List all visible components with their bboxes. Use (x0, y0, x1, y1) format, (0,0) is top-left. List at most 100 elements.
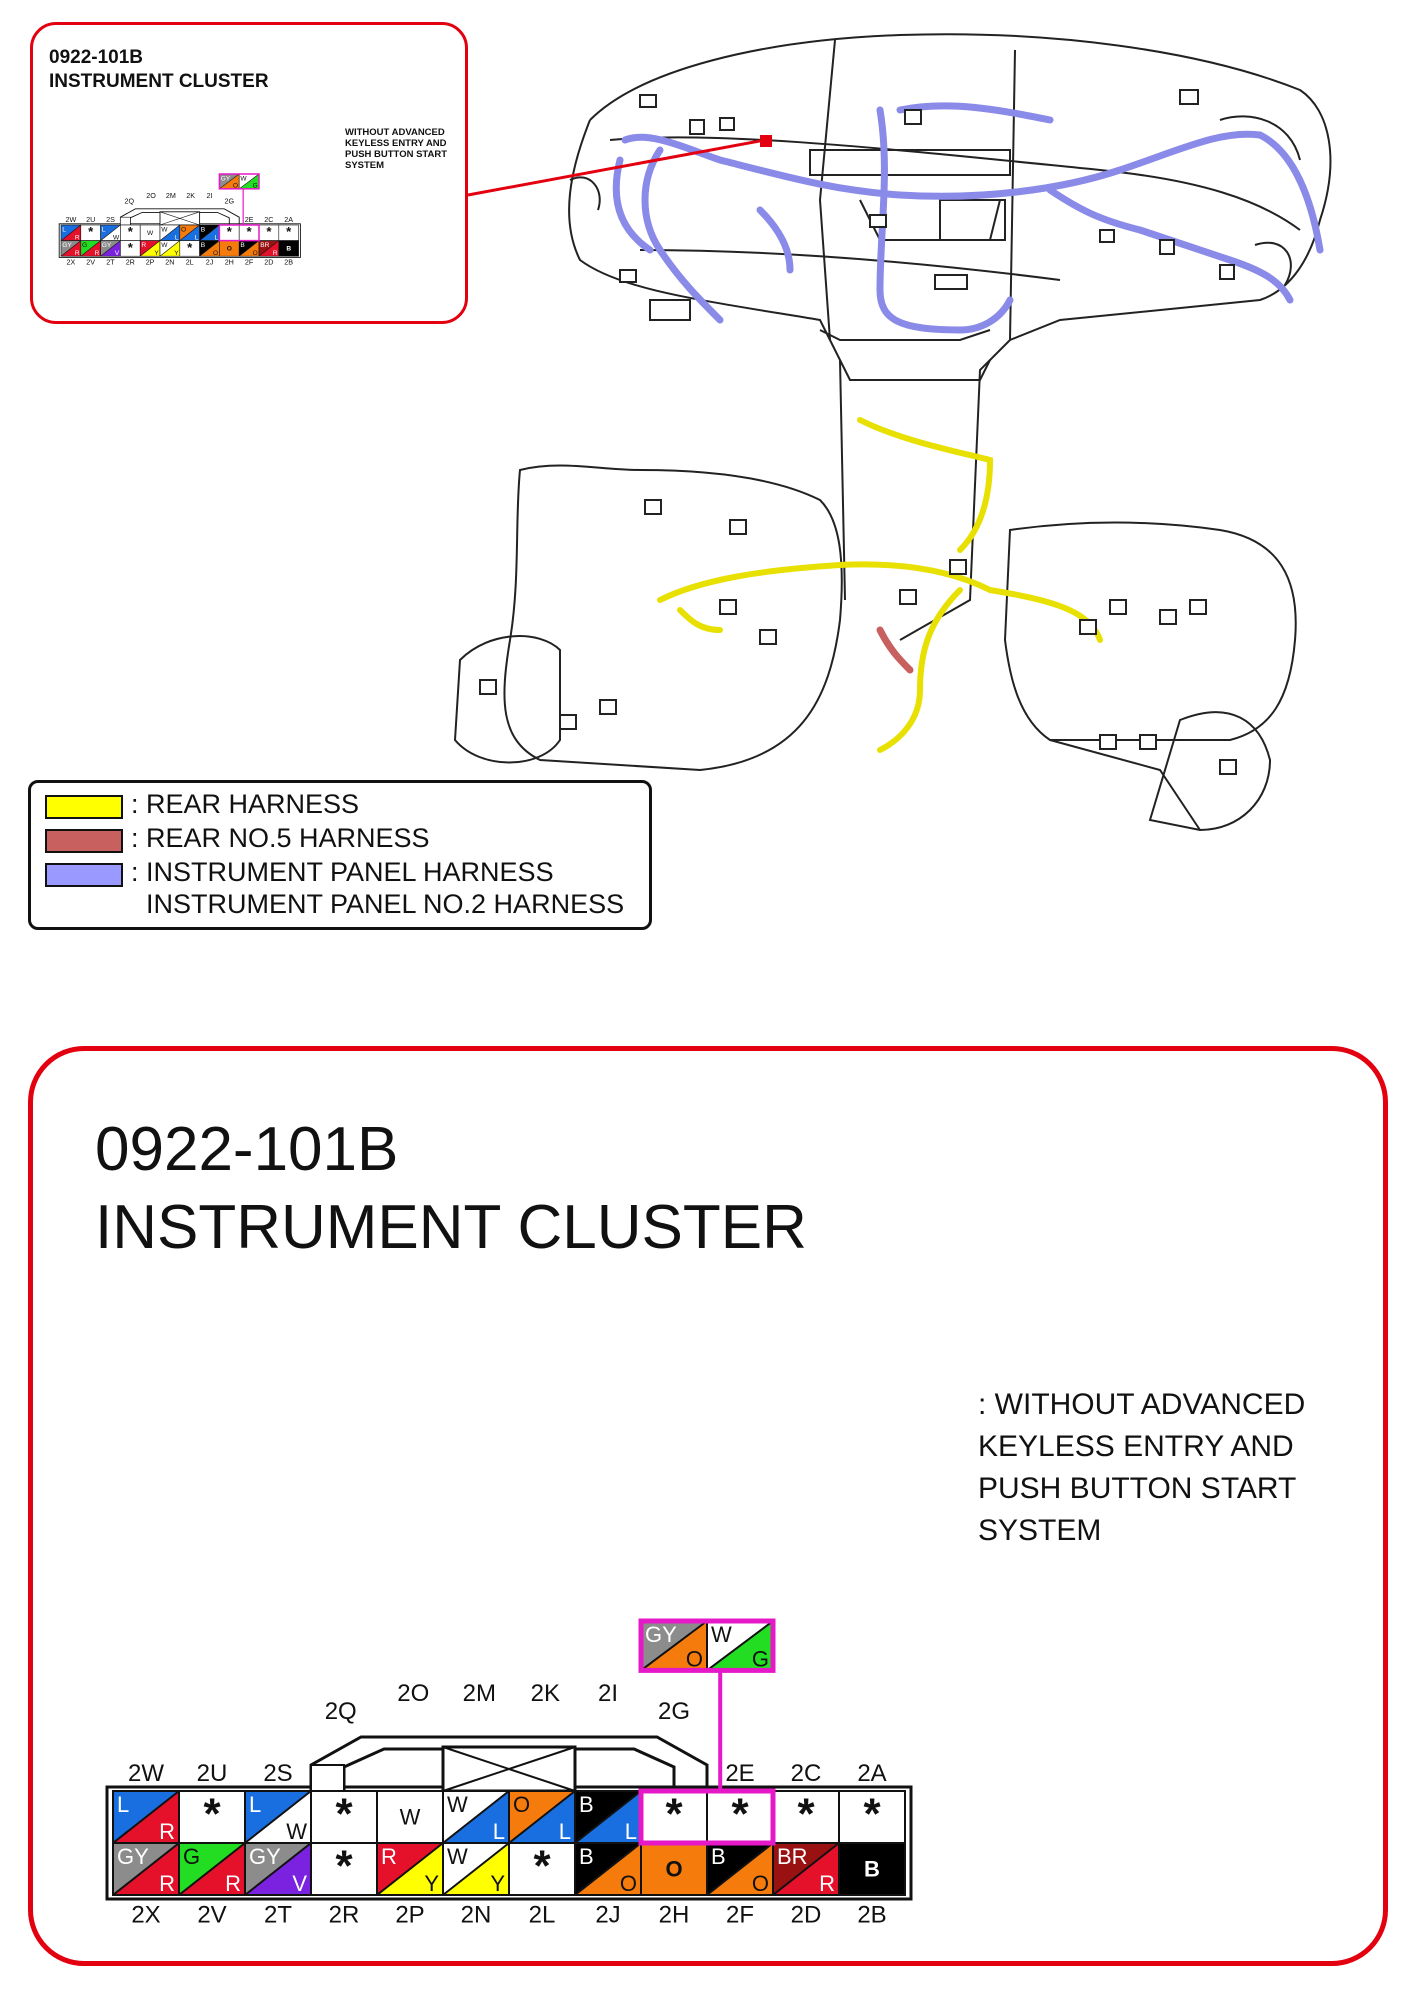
wire-color-code: R (75, 234, 80, 241)
connector-detail-panel: 0922-101B INSTRUMENT CLUSTER : WITHOUT A… (28, 1046, 1388, 1966)
wire-color-code: O (181, 226, 186, 233)
wire-color-fill (239, 174, 259, 189)
wire-color-code: GY (645, 1622, 677, 1647)
cell-divider (178, 1842, 246, 1896)
wire-color-code: GY (102, 242, 112, 249)
vehicle-harness-drawing (453, 33, 1332, 832)
wire-color-code: O (752, 1871, 769, 1896)
pin-label: 2T (106, 257, 115, 266)
wire-color-code: Y (154, 250, 159, 257)
wire-color-code: R (159, 1871, 175, 1896)
unused-pin-mark: * (533, 1841, 551, 1890)
wire-color-code: GY (117, 1844, 149, 1869)
pin-label: 2P (395, 1902, 424, 1929)
wire-color-code: B (579, 1844, 594, 1869)
wire-color-code: B (201, 242, 206, 249)
pin-label: 2I (207, 191, 213, 200)
wire-color-code: W (447, 1844, 468, 1869)
wire-color-code: BR (777, 1844, 808, 1869)
wire-color-code: R (381, 1844, 397, 1869)
main-title: INSTRUMENT CLUSTER (95, 1193, 807, 1262)
wire-color-code: L (117, 1792, 129, 1817)
wire-color-code: R (75, 250, 80, 257)
cell-divider (574, 1842, 642, 1896)
cell-divider (244, 1790, 312, 1844)
inset-code: 0922-101B (49, 47, 144, 68)
wire-color-code: O (686, 1646, 703, 1671)
cell-divider (219, 173, 240, 190)
cell-divider (60, 240, 81, 257)
wire-color-code: W (161, 242, 168, 249)
wire-color-fill (61, 240, 81, 257)
pin-label: 2H (225, 257, 234, 266)
wire-color-fill (160, 225, 180, 241)
wire-color-fill (641, 1791, 707, 1843)
wire-color-code: W (286, 1819, 307, 1844)
wire-color-code: Y (174, 250, 179, 257)
wire-color-fill (199, 225, 220, 241)
wire-color-fill (80, 240, 101, 257)
wire-color-fill (311, 1843, 377, 1895)
wire-color-code: R (141, 242, 146, 249)
legend-label-rear: : REAR HARNESS (131, 789, 360, 819)
wire-color-code: GY (249, 1844, 281, 1869)
wire-color-fill (259, 240, 279, 257)
wire-color-code: L (493, 1819, 505, 1844)
pin-label: 2A (284, 215, 293, 224)
legend-swatch-rear-no5 (45, 829, 123, 853)
unused-pin-mark: * (335, 1841, 353, 1890)
cell-divider (159, 240, 180, 257)
wire-color-code: L (62, 226, 66, 233)
pin-label: 2R (126, 257, 135, 266)
pin-label: 2K (531, 1680, 560, 1707)
unused-pin-mark: * (128, 224, 134, 239)
wire-color-code: R (159, 1819, 175, 1844)
pin-label: 2M (463, 1680, 496, 1707)
wire-color-code: O (227, 246, 232, 253)
wire-color-fill (100, 240, 121, 257)
pin-label: 2W (128, 1760, 164, 1787)
wire-color-code: L (559, 1819, 571, 1844)
pin-label: 2P (146, 257, 155, 266)
wire-color-code: W (147, 230, 154, 237)
wire-color-code: L (625, 1819, 637, 1844)
main-note-line: KEYLESS ENTRY AND (978, 1430, 1294, 1463)
key-cross (442, 1746, 576, 1792)
cell-divider (772, 1842, 840, 1896)
wire-color-code: O (253, 250, 258, 257)
harness-legend: : REAR HARNESS : REAR NO.5 HARNESS : INS… (28, 780, 652, 930)
pin-label: 2J (595, 1902, 620, 1929)
key-cross (159, 211, 200, 226)
legend-swatch-instrument-panel (45, 863, 123, 887)
inset-note-line: KEYLESS ENTRY AND (345, 138, 447, 149)
cell-divider (239, 173, 260, 190)
cell-divider (258, 240, 279, 257)
wire-color-fill (140, 225, 160, 241)
wire-color-code: R (95, 250, 100, 257)
wire-color-fill (179, 225, 200, 241)
pin-label: 2O (397, 1680, 429, 1707)
wire-color-fill (707, 1791, 773, 1843)
pin-label: 2J (206, 257, 214, 266)
unused-pin-mark: * (187, 240, 193, 255)
unused-pin-mark: * (863, 1789, 881, 1838)
wire-color-code: L (215, 234, 219, 241)
wire-color-code: R (225, 1871, 241, 1896)
unused-pin-mark: * (286, 224, 292, 239)
wire-color-fill (80, 225, 101, 241)
cell-divider (239, 240, 260, 257)
unused-pin-mark: * (227, 224, 233, 239)
pin-label: 2X (131, 1902, 160, 1929)
pin-label: 2I (598, 1680, 618, 1707)
legend-label-instrument-panel: : INSTRUMENT PANEL HARNESS (131, 857, 554, 887)
cell-divider (640, 1620, 708, 1672)
unused-pin-mark: * (88, 224, 94, 239)
alt-cells-highlight (638, 1618, 776, 1673)
cell-divider (376, 1842, 444, 1896)
wire-color-code: O (513, 1792, 530, 1817)
wire-color-code: O (233, 183, 238, 190)
legend-label-instrument-panel-no2: INSTRUMENT PANEL NO.2 HARNESS (146, 889, 625, 919)
wire-color-code: G (183, 1844, 200, 1869)
pin-cell (838, 1842, 906, 1896)
pin-label: 2Q (125, 196, 135, 205)
